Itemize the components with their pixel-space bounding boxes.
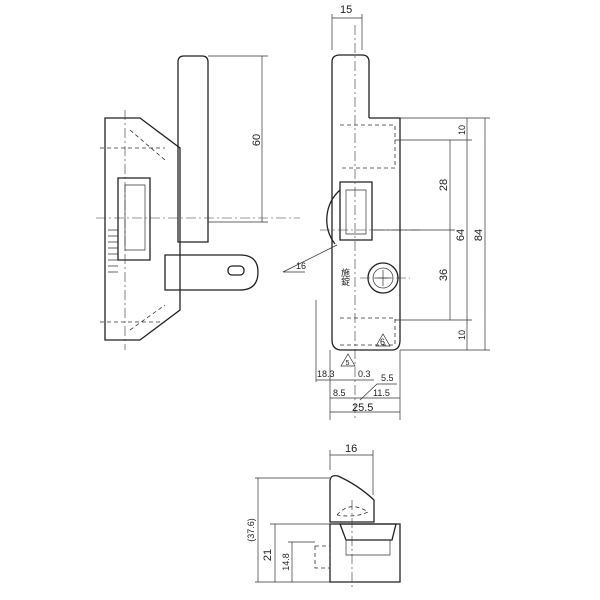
bottom-dim-16-label: 16 (345, 443, 357, 455)
dim-64-label: 64 (455, 229, 467, 241)
dim-14-8-label: 14.8 (281, 553, 291, 571)
dim-15-label: 15 (340, 4, 352, 16)
dim-top-10-label: 10 (457, 125, 467, 135)
dim-11-5-label: 11.5 (373, 388, 390, 398)
dim-bottom-10-label: 10 (457, 330, 467, 340)
dim-28-label: 28 (438, 179, 450, 191)
dim-37-6-label: (37.6) (246, 518, 256, 542)
dim-8-5-label: 8.5 (333, 388, 346, 398)
dim-radius-16-label: 16 (296, 261, 306, 271)
lock-label: 施錠 (340, 267, 350, 287)
dim-84-label: 84 (473, 229, 485, 241)
dim-0-3-label: 0.3 (358, 369, 371, 379)
bottom-view: 16 (37.6) 21 14.8 (246, 443, 401, 590)
dim-18-3-label: 18.3 (317, 369, 335, 379)
dim-25-5-label: 25.5 (352, 402, 373, 414)
triangle-5-label: 5 (346, 360, 350, 367)
front-view: 施錠 6 15 10 28 64 84 36 10 16 18.3 5 0.3 … (282, 4, 490, 420)
dim-60-label: 60 (251, 134, 263, 146)
dim-5-5-label: 5.5 (381, 373, 394, 383)
left-side-view: 60 (96, 55, 300, 350)
dim-36-label: 36 (438, 269, 450, 281)
triangle-6-label: 6 (380, 337, 385, 347)
dim-21-label: 21 (262, 549, 274, 561)
